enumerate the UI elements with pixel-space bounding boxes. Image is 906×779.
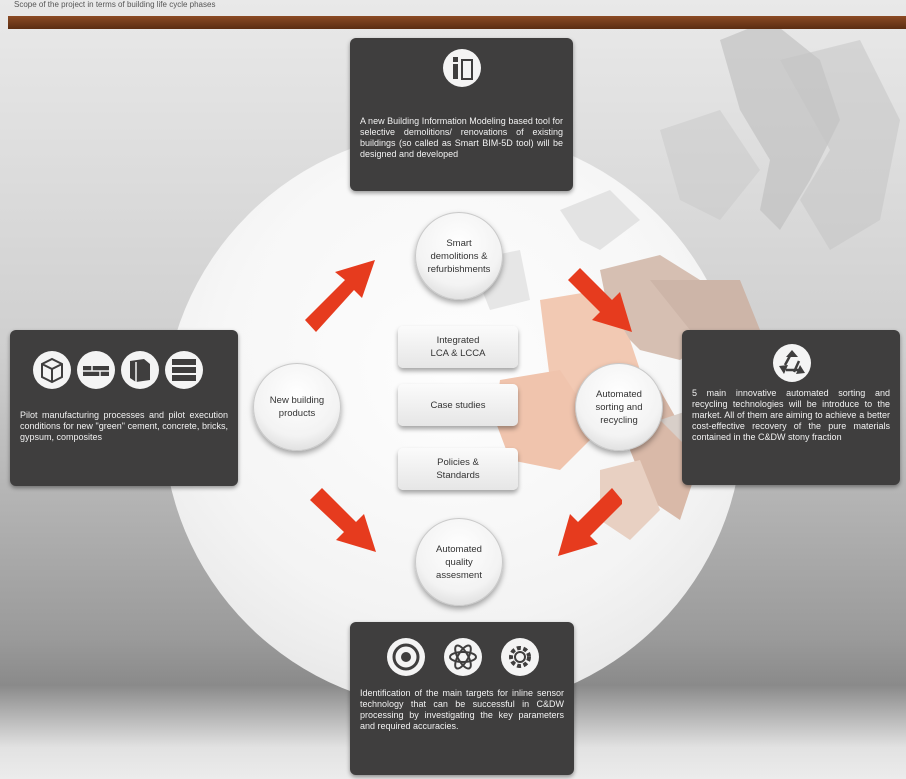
node-automated-sorting-label: Automated sorting and recycling <box>595 388 643 426</box>
pill-case-studies: Case studies <box>398 384 518 426</box>
box-left-text: Pilot manufacturing processes and pilot … <box>20 410 228 442</box>
sensor-icons <box>387 638 539 676</box>
node-automated-sorting: Automated sorting and recycling <box>575 363 663 451</box>
pill-case-studies-label: Case studies <box>430 399 486 411</box>
node-new-building-products-label: New building products <box>269 395 325 419</box>
box-right-text: 5 main innovative automated sorting and … <box>692 388 890 442</box>
box-left: Pilot manufacturing processes and pilot … <box>10 330 238 486</box>
bricks-icon <box>77 351 115 389</box>
target-icon <box>387 638 425 676</box>
info-icon <box>443 49 481 87</box>
box-right: 5 main innovative automated sorting and … <box>682 330 900 485</box>
node-new-building-products: New building products <box>253 363 341 451</box>
cube-icon <box>33 351 71 389</box>
pill-lca-lcca-label: Integrated LCA & LCCA <box>430 335 486 359</box>
arrow-bottom-right <box>558 488 622 556</box>
node-automated-quality: Automated quality assesment <box>415 518 503 606</box>
gear-icon <box>501 638 539 676</box>
node-smart-demolitions: Smart demolitions & refurbishments <box>415 212 503 300</box>
header-caption: Scope of the project in terms of buildin… <box>14 0 216 9</box>
atom-icon <box>444 638 482 676</box>
header-band <box>8 16 906 29</box>
blocks-icon <box>165 351 203 389</box>
box-bottom: Identification of the main targets for i… <box>350 622 574 775</box>
arrow-top-right <box>568 268 632 332</box>
node-smart-demolitions-label: Smart demolitions & refurbishments <box>427 237 491 275</box>
box-bottom-text: Identification of the main targets for i… <box>360 688 564 731</box>
arrow-bottom-left <box>310 488 376 552</box>
box-top-text: A new Building Information Modeling base… <box>360 116 563 159</box>
materials-icons <box>33 351 203 389</box>
recycle-icon <box>773 344 811 382</box>
box-top: A new Building Information Modeling base… <box>350 38 573 191</box>
pill-policies-standards-label: Policies & Standards <box>436 457 480 481</box>
arrow-top-left <box>305 260 375 332</box>
pill-policies-standards: Policies & Standards <box>398 448 518 490</box>
node-automated-quality-label: Automated quality assesment <box>436 543 482 581</box>
panel-icon <box>121 351 159 389</box>
pill-lca-lcca: Integrated LCA & LCCA <box>398 326 518 368</box>
